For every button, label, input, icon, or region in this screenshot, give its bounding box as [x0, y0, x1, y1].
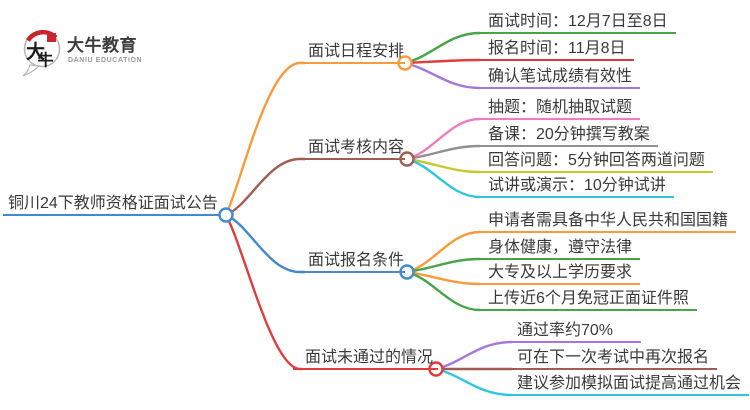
edge-branch-2-leaf-1 — [406, 117, 481, 161]
leaf-2-3: 回答问题：5分钟回答两道问题 — [476, 151, 713, 173]
edge-branch-2-leaf-4 — [406, 157, 481, 199]
leaf-2-4: 试讲或演示：10分钟试讲 — [476, 176, 674, 198]
branch-4-fail-case: 面试未通过的情况 — [293, 348, 439, 370]
leaf-4-3: 建议参加模拟面试提高通过机会 — [505, 374, 750, 396]
edge-branch-3-leaf-3 — [406, 270, 481, 286]
leaf-4-2: 可在下一次考试中再次报名 — [505, 348, 718, 370]
edge-branch-2-leaf-3 — [406, 157, 481, 174]
leaf-3-4: 上传近6个月免冠正面证件照 — [476, 289, 697, 311]
logo-bubble-tail — [22, 64, 41, 77]
edge-branch-3-leaf-1 — [406, 230, 481, 274]
leaf-4-1: 通过率约70% — [505, 321, 642, 343]
logo-mark: 大 牛 — [22, 29, 61, 77]
edge-branch-4-leaf-1 — [435, 340, 513, 371]
branch-1-schedule: 面试日程安排 — [296, 42, 406, 64]
leaf-2-1: 抽题：随机抽取试题 — [476, 98, 641, 120]
edge-root-branch-1 — [224, 61, 305, 216]
logo-char-top: 大 — [26, 40, 45, 63]
edge-root-branch-2 — [225, 157, 305, 217]
logo-char-bottom: 牛 — [38, 51, 54, 70]
leaf-3-3: 大专及以上学历要求 — [476, 263, 641, 285]
leaf-3-1: 申请者需具备中华人民共和国国籍 — [476, 211, 737, 233]
logo-red-arc — [26, 29, 58, 42]
leaf-1-3: 确认笔试成绩有效性 — [476, 67, 641, 89]
edge-branch-1-leaf-1 — [404, 31, 481, 65]
logo-brand-subtitle: DANIU EDUCATION — [68, 57, 143, 64]
edge-branch-4-leaf-3 — [435, 367, 513, 397]
leaf-1-2: 报名时间：11月8日 — [476, 39, 634, 61]
junction-root — [218, 207, 234, 223]
logo-seal-stamp — [47, 33, 56, 42]
leaf-1-1: 面试时间：12月7日至8日 — [476, 12, 676, 34]
leaf-2-2: 备课：20分钟撰写教案 — [476, 125, 658, 147]
logo-brand-name: 大牛教育 — [67, 36, 137, 55]
edge-branch-2-leaf-2 — [406, 144, 481, 161]
edge-branch-3-leaf-2 — [406, 257, 481, 274]
leaf-3-2: 身体健康，遵守法律 — [476, 238, 641, 260]
edge-branch-1-leaf-3 — [404, 61, 481, 90]
edge-root-branch-4 — [224, 214, 302, 371]
branch-2-assessment: 面试考核内容 — [296, 138, 406, 160]
edge-branch-3-leaf-4 — [406, 270, 481, 312]
branch-3-requirements: 面试报名条件 — [296, 251, 406, 273]
edge-branch-1-leaf-2 — [404, 58, 481, 65]
root-node: 铜川24下教师资格证面试公告 — [3, 194, 220, 216]
